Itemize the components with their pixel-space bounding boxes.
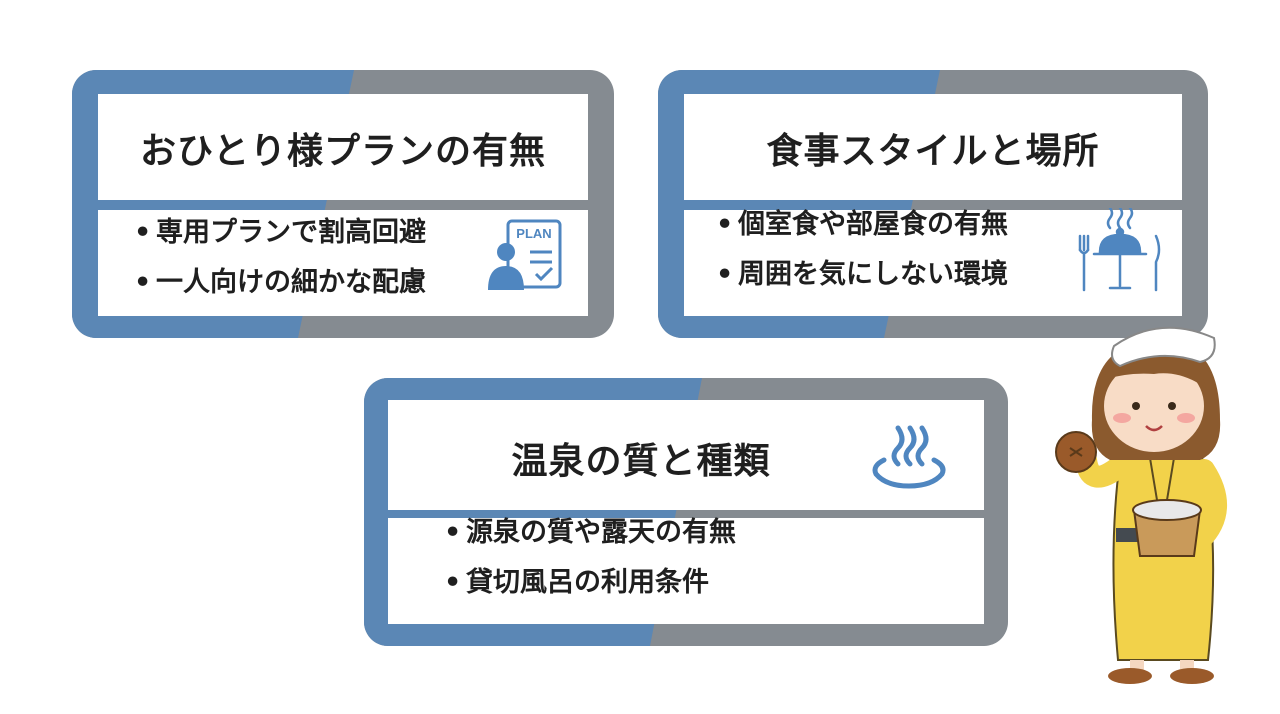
dining-cloche-icon (1076, 206, 1164, 296)
card-frame (364, 378, 1008, 646)
card-bullet-list: •個室食や部屋食の有無 •周囲を気にしない環境 (716, 200, 1008, 300)
bullet-item: •周囲を気にしない環境 (716, 259, 1008, 290)
card-bullet-list: •源泉の質や露天の有無 •貸切風呂の利用条件 (444, 508, 736, 608)
card-dining-style: 食事スタイルと場所 •個室食や部屋食の有無 •周囲を気にしない環境 (658, 70, 1208, 338)
card-title: 食事スタイルと場所 (766, 131, 1100, 172)
yukata-woman-illustration (1050, 310, 1280, 690)
card-title: おひとり様プランの有無 (140, 131, 546, 172)
bullet-item: •一人向けの細かな配慮 (134, 267, 426, 298)
card-hot-spring: 温泉の質と種類 •源泉の質や露天の有無 •貸切風呂の利用条件 (364, 378, 1008, 646)
card-frame (72, 70, 614, 338)
hot-spring-icon (864, 422, 954, 492)
svg-text:PLAN: PLAN (516, 226, 551, 241)
card-bullet-list: •専用プランで割高回避 •一人向けの細かな配慮 (134, 208, 426, 308)
card-frame (658, 70, 1208, 338)
bullet-item: •個室食や部屋食の有無 (716, 209, 1008, 240)
card-title: 温泉の質と種類 (511, 441, 771, 482)
bullet-item: •源泉の質や露天の有無 (444, 517, 736, 548)
bullet-item: •専用プランで割高回避 (134, 217, 426, 248)
plan-document-icon: PLAN (486, 218, 566, 293)
bullet-item: •貸切風呂の利用条件 (444, 567, 709, 598)
card-solo-plan: おひとり様プランの有無 •専用プランで割高回避 •一人向けの細かな配慮 PLAN (72, 70, 614, 338)
